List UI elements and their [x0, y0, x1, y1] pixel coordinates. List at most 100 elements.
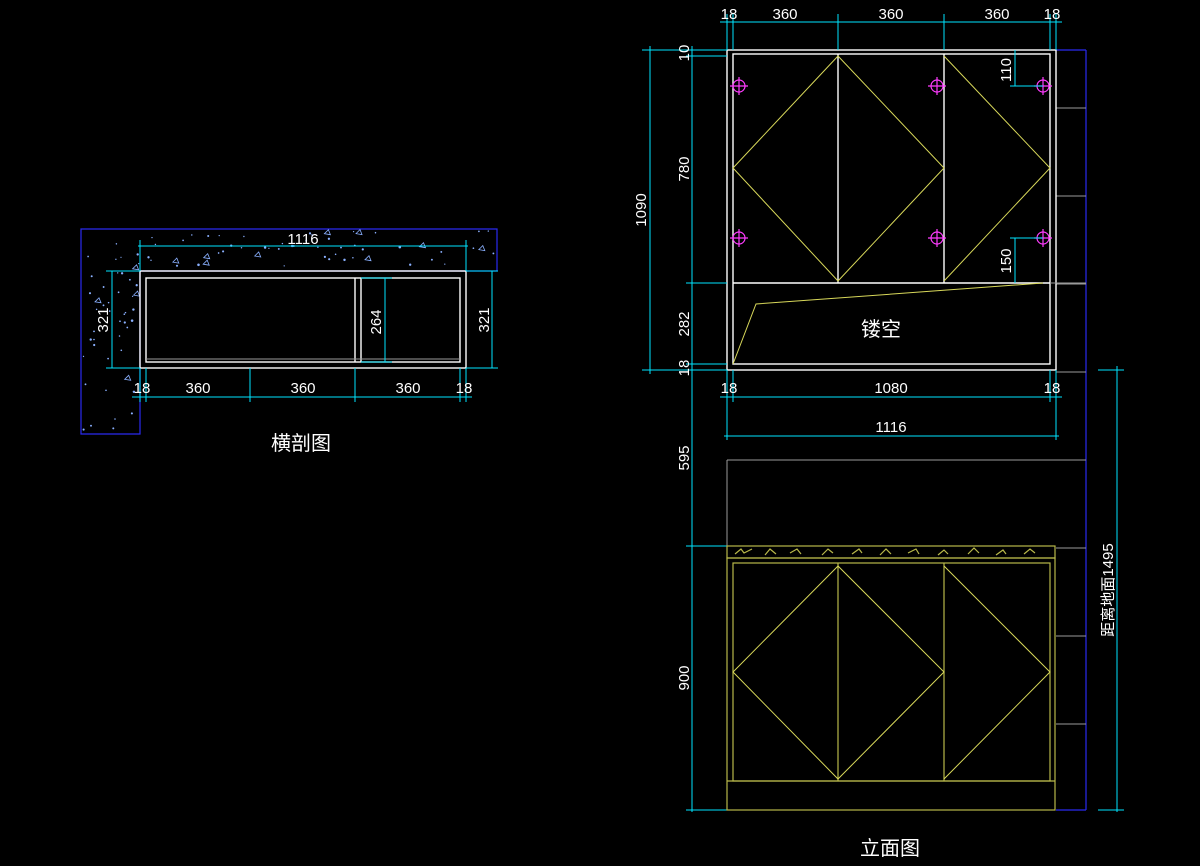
section-dim-360-2: 360: [290, 380, 315, 397]
hatch-dot: [124, 311, 127, 314]
hatch-dot: [90, 275, 93, 278]
hatch-dot: [217, 252, 220, 254]
hatch-dot: [182, 239, 184, 242]
base-cabinet-inner: [732, 562, 1051, 782]
hatch-dot: [277, 247, 280, 250]
hatch-dot: [243, 235, 245, 238]
hollow-label: 镂空: [861, 317, 901, 341]
hatch-dot: [93, 338, 95, 341]
section-dim-360-3: 360: [395, 380, 420, 397]
elev-dim-base-900: 900: [676, 665, 693, 690]
hatch-dot: [84, 383, 87, 386]
hatch-triangle: [123, 374, 132, 381]
concrete-hatch: [82, 228, 495, 431]
elev-dim-bottom-18: 18: [676, 360, 693, 377]
hatch-triangle: [355, 228, 363, 236]
hatch-dot: [82, 355, 85, 358]
hatch-dot: [95, 308, 98, 311]
hatch-dot: [130, 319, 134, 322]
hatch-dot: [240, 247, 243, 249]
elevation-view: 镂空 110 150 18: [633, 6, 1124, 860]
hatch-dot: [374, 231, 377, 234]
elev-top-dim-360-1: 360: [772, 6, 797, 23]
hatch-triangle: [171, 257, 180, 264]
hatch-dot: [115, 258, 117, 260]
hatch-dot: [87, 255, 89, 258]
hatch-dot: [268, 247, 270, 250]
hatch-dot: [340, 246, 342, 249]
hatch-dot: [147, 256, 150, 259]
hinge-dim-110: 110: [998, 58, 1015, 82]
hatch-triangle: [477, 244, 486, 252]
hatch-dot: [123, 313, 126, 316]
section-inner-depth-label: 264: [368, 309, 385, 334]
hatch-dot: [218, 234, 220, 237]
hatch-dot: [472, 247, 475, 250]
hinge-marker-4: [730, 229, 748, 247]
base-diamond-1: [732, 565, 945, 780]
elev-top-dim-360-3: 360: [984, 6, 1009, 23]
hollow-opening-shape: [732, 282, 1044, 365]
hatch-dot: [117, 291, 120, 294]
hinge-dim-150: 150: [998, 248, 1015, 273]
hatch-dot: [308, 232, 312, 235]
hatch-dot: [327, 237, 331, 240]
hatch-dot: [323, 255, 326, 258]
section-cabinet-outer: [139, 270, 467, 369]
hatch-triangle: [418, 241, 427, 249]
elev-dim-upper-780: 780: [676, 156, 693, 181]
hatch-dot: [478, 230, 480, 233]
hatch-dot: [281, 242, 284, 245]
hatch-dot: [222, 250, 225, 253]
hatch-dot: [334, 253, 337, 256]
elev-top-dim-18-right: 18: [1044, 6, 1061, 23]
hatch-dot: [154, 243, 157, 246]
hatch-dot: [118, 335, 121, 337]
elev-bottom-dim-18-right: 18: [1044, 380, 1061, 397]
hinge-marker-5: [928, 229, 946, 247]
hatch-triangle: [132, 290, 141, 297]
hatch-dot: [409, 263, 412, 266]
upper-diamond-2: [943, 55, 1051, 282]
hatch-dot: [197, 263, 200, 267]
hatch-dot: [102, 304, 105, 307]
elev-top-dim-18-left: 18: [721, 6, 738, 23]
hatch-dot: [175, 264, 179, 267]
elevation-title: 立面图: [860, 836, 920, 860]
elev-bottom-dim-18-left: 18: [721, 380, 738, 397]
hatch-triangle: [202, 252, 211, 260]
hatch-dot: [119, 320, 121, 323]
hatch-dot: [107, 357, 109, 360]
hatch-dot: [352, 256, 354, 259]
elev-dim-gap-595: 595: [676, 445, 693, 470]
hinge-marker-2: [928, 77, 946, 95]
hatch-dot: [150, 259, 152, 262]
hatch-dot: [93, 343, 96, 347]
hatch-dot: [361, 248, 364, 251]
section-dim-18-right: 18: [456, 380, 473, 397]
hinge-marker-1: [730, 77, 748, 95]
hatch-triangle: [131, 264, 140, 271]
section-dim-18-left: 18: [134, 380, 151, 397]
hatch-dot: [328, 258, 331, 261]
hatch-dot: [112, 427, 115, 430]
elev-dim-top-gap: 10: [676, 45, 693, 62]
hatch-triangle: [202, 259, 210, 266]
hatch-dot: [430, 258, 433, 261]
hatch-dot: [93, 330, 95, 333]
upper-diamond-1: [732, 55, 945, 282]
section-title: 横剖图: [271, 431, 331, 455]
hatch-triangle: [323, 228, 332, 236]
hatch-dot: [82, 428, 85, 431]
base-cabinet-outer: [726, 557, 1056, 811]
hatch-dot: [492, 252, 495, 255]
hatch-dot: [283, 265, 285, 267]
section-width-label: 1116: [287, 231, 318, 248]
hatch-dot: [440, 250, 443, 253]
section-view: 1116 321 321 264 18 360 360 360 18 横剖图: [80, 228, 498, 455]
hatch-dot: [131, 295, 134, 298]
section-depth-right-label: 321: [476, 307, 493, 332]
hatch-dot: [88, 292, 92, 295]
hatch-dot: [130, 412, 133, 415]
